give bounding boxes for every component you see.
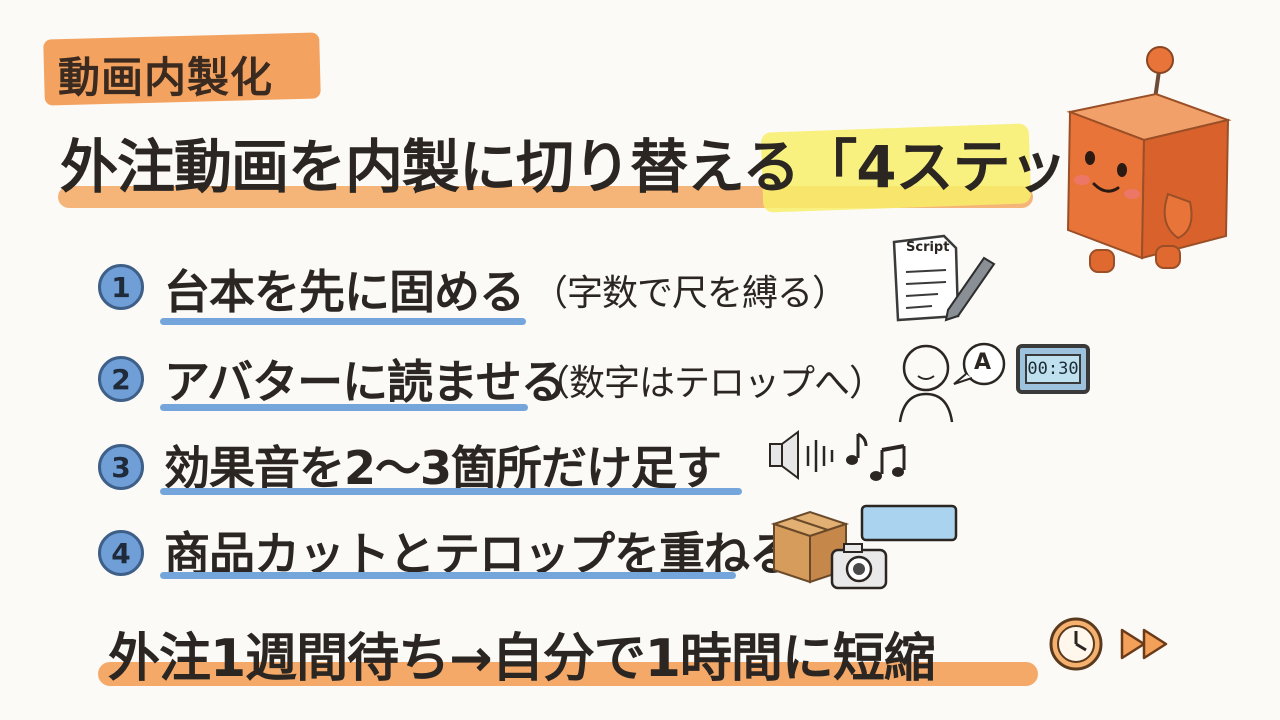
step-2-title: アバターに読ませる	[164, 355, 567, 409]
speech-bubble-letter: A	[974, 350, 992, 375]
step-1-subtitle: （字数で尺を縛る）	[532, 273, 848, 314]
timer-display-icon: 00:30	[1016, 344, 1090, 394]
robot-mascot-icon	[1066, 46, 1232, 273]
step-3-underline	[160, 488, 742, 495]
script-label: Script	[906, 240, 950, 255]
summary-text: 外注1週間待ち→自分で1時間に短縮	[108, 629, 936, 689]
headline: 外注動画を内製に切り替える「4ステップ」	[60, 120, 1182, 204]
step-2-subtitle: （数字はテロップへ）	[534, 363, 885, 404]
step-4-underline	[160, 572, 736, 579]
step-4-number: 4	[98, 530, 144, 576]
clock-fast-forward-icon	[1049, 617, 1168, 671]
step-3-title: 効果音を2〜3箇所だけ足す	[164, 441, 722, 495]
step-2-underline	[160, 404, 528, 411]
avatar-speaking-icon	[898, 342, 1006, 423]
step-2-number: 2	[98, 356, 144, 402]
step-1-title: 台本を先に固める	[164, 265, 525, 319]
timer-readout: 00:30	[1025, 354, 1081, 384]
step-1-underline	[160, 318, 526, 325]
script-document-icon	[892, 234, 996, 322]
headline-main: 外注動画を内製に切り替える	[60, 133, 800, 201]
step-1-number: 1	[98, 264, 144, 310]
product-camera-caption-icon	[770, 504, 958, 590]
badge-label: 動画内製化	[58, 53, 274, 102]
step-3-number: 3	[98, 444, 144, 490]
summary-underline	[98, 662, 1038, 686]
sound-effect-icon	[769, 430, 906, 481]
